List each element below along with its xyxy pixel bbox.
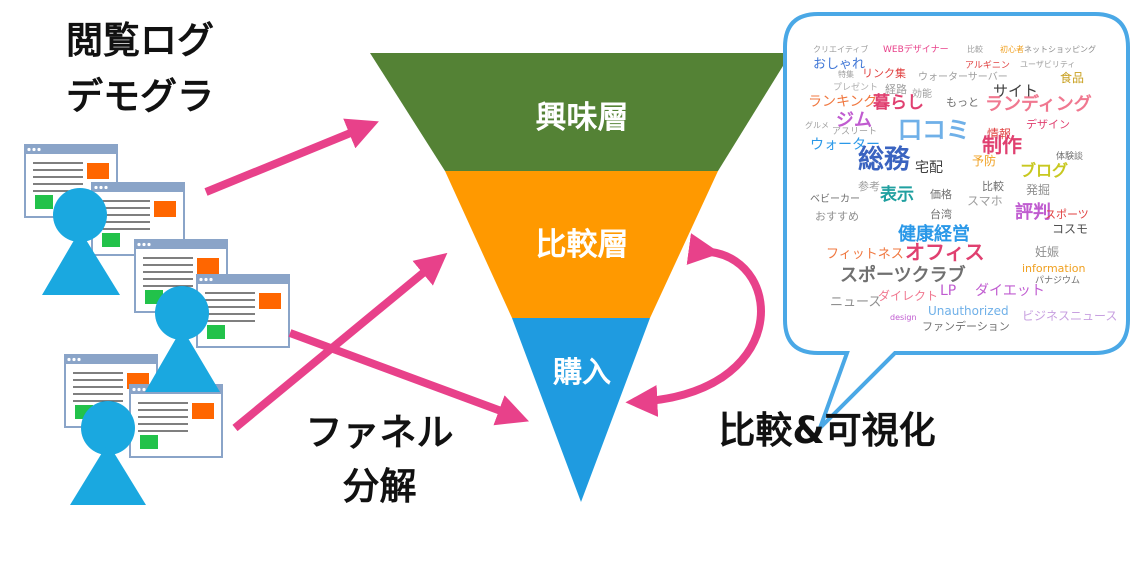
word-cloud-term: information: [1022, 262, 1086, 275]
word-cloud-term: スポーツクラブ: [840, 264, 966, 286]
word-cloud-term: Unauthorized: [928, 304, 1009, 318]
word-cloud-term: design: [890, 313, 917, 322]
user-icon: [145, 286, 220, 392]
word-cloud-term: スポーツ: [1045, 208, 1089, 221]
word-cloud-term: ウォーターサーバー: [918, 71, 1008, 83]
word-cloud-term: グルメ: [805, 120, 829, 130]
word-cloud-term: ニュース: [830, 295, 881, 310]
word-cloud-term: 参考: [858, 179, 880, 193]
user-group: [24, 144, 290, 505]
word-cloud-term: おしゃれ: [813, 57, 865, 72]
word-cloud-term: 特集: [838, 69, 854, 79]
word-cloud-term: おすすめ: [815, 210, 859, 223]
funnel-label-compare: 比較層: [536, 227, 629, 263]
funnel-layer-interest: [370, 53, 791, 171]
word-cloud-term: 発掘: [1026, 182, 1050, 197]
word-cloud-term: 情報: [987, 127, 1011, 141]
word-cloud-term: ダイエット: [975, 283, 1045, 299]
funnel-label-purchase: 購入: [553, 355, 611, 389]
word-cloud-term: ダイレクト: [878, 288, 938, 303]
word-cloud-term: ビジネスニュース: [1022, 309, 1117, 323]
word-cloud-term: 台湾: [930, 207, 952, 221]
word-cloud-term: 健康経営: [898, 223, 970, 245]
word-cloud-term: ベビーカー: [810, 193, 860, 205]
word-cloud-term: 宅配: [915, 160, 943, 176]
word-cloud-term: 制作: [982, 133, 1022, 157]
user-icon: [70, 401, 146, 505]
word-cloud-term: デザイン: [1026, 117, 1070, 131]
word-cloud-term: 比較: [982, 179, 1004, 193]
arrow-to-interest: [204, 118, 379, 196]
word-cloud-term: ランキング: [808, 94, 878, 110]
word-cloud-term: LP: [940, 283, 956, 299]
word-cloud-term: リンク集: [862, 66, 906, 80]
word-cloud-term: 価格: [930, 187, 952, 201]
word-cloud-term: 総務: [858, 144, 911, 175]
word-cloud-term: 体験談: [1056, 150, 1083, 162]
arrow-to-purchase: [288, 329, 530, 426]
word-cloud-term: フィットネス: [826, 247, 904, 262]
word-cloud-term: ファンデーション: [922, 319, 1010, 333]
word-cloud-term: 表示: [880, 184, 914, 205]
word-cloud-term: コスモ: [1052, 222, 1088, 236]
word-cloud-term: 食品: [1060, 70, 1084, 85]
word-cloud-term: ネットショッピング: [1024, 44, 1096, 54]
browser-window-icon: [196, 274, 290, 348]
word-cloud-term: 口コミ: [898, 116, 970, 144]
arrows: [204, 118, 765, 432]
word-cloud-term: 初心者: [1000, 44, 1024, 54]
speech-bubble-outline: [783, 12, 1130, 430]
word-cloud-term: もっと: [946, 96, 979, 109]
arrow-compare-loop: [625, 233, 765, 417]
label-compare-visualize: 比較&可視化: [718, 409, 936, 452]
word-cloud-term: アスリート: [832, 127, 877, 137]
user-icon: [42, 188, 120, 295]
word-cloud-term: WEBデザイナー: [883, 43, 949, 55]
word-cloud-term: 効能: [912, 87, 932, 100]
browser-window-icon: [91, 182, 185, 256]
word-cloud-term: パナジウム: [1035, 275, 1080, 286]
label-demographics: デモグラ: [66, 75, 214, 118]
word-cloud-term: ウォーター: [810, 137, 880, 153]
word-cloud-term: 評判: [1015, 201, 1051, 223]
word-cloud-term: ジム: [836, 110, 872, 131]
word-cloud-term: オフィス: [905, 240, 985, 264]
funnel-layer-purchase: [512, 318, 650, 502]
word-cloud-term: 比較: [967, 44, 983, 54]
word-cloud-term: 経路: [885, 83, 907, 96]
browser-window-icon: [24, 144, 118, 218]
word-cloud-term: ユーザビリティ: [1020, 60, 1075, 69]
arrow-to-compare: [232, 252, 448, 432]
word-cloud-term: クリエイティブ: [813, 44, 868, 54]
word-cloud-term: 妊娠: [1035, 245, 1059, 259]
label-funnel-decomposition-1: ファネル: [305, 411, 454, 454]
word-cloud-term: ランディング: [985, 93, 1092, 115]
label-browsing-log: 閲覧ログ: [66, 19, 214, 62]
word-cloud-term: スマホ: [967, 194, 1003, 208]
word-cloud-term: 予防: [972, 153, 996, 168]
word-cloud-term: アルギニン: [965, 60, 1010, 71]
word-cloud-term: サイト: [993, 82, 1038, 100]
word-cloud-term: 暮らし: [872, 92, 924, 113]
browser-window-icon: [129, 384, 223, 458]
word-cloud-term: プレゼント: [833, 81, 878, 93]
funnel-label-interest: 興味層: [536, 100, 629, 136]
label-funnel-decomposition-2: 分解: [342, 465, 417, 508]
word-cloud-term: ブログ: [1020, 161, 1068, 180]
